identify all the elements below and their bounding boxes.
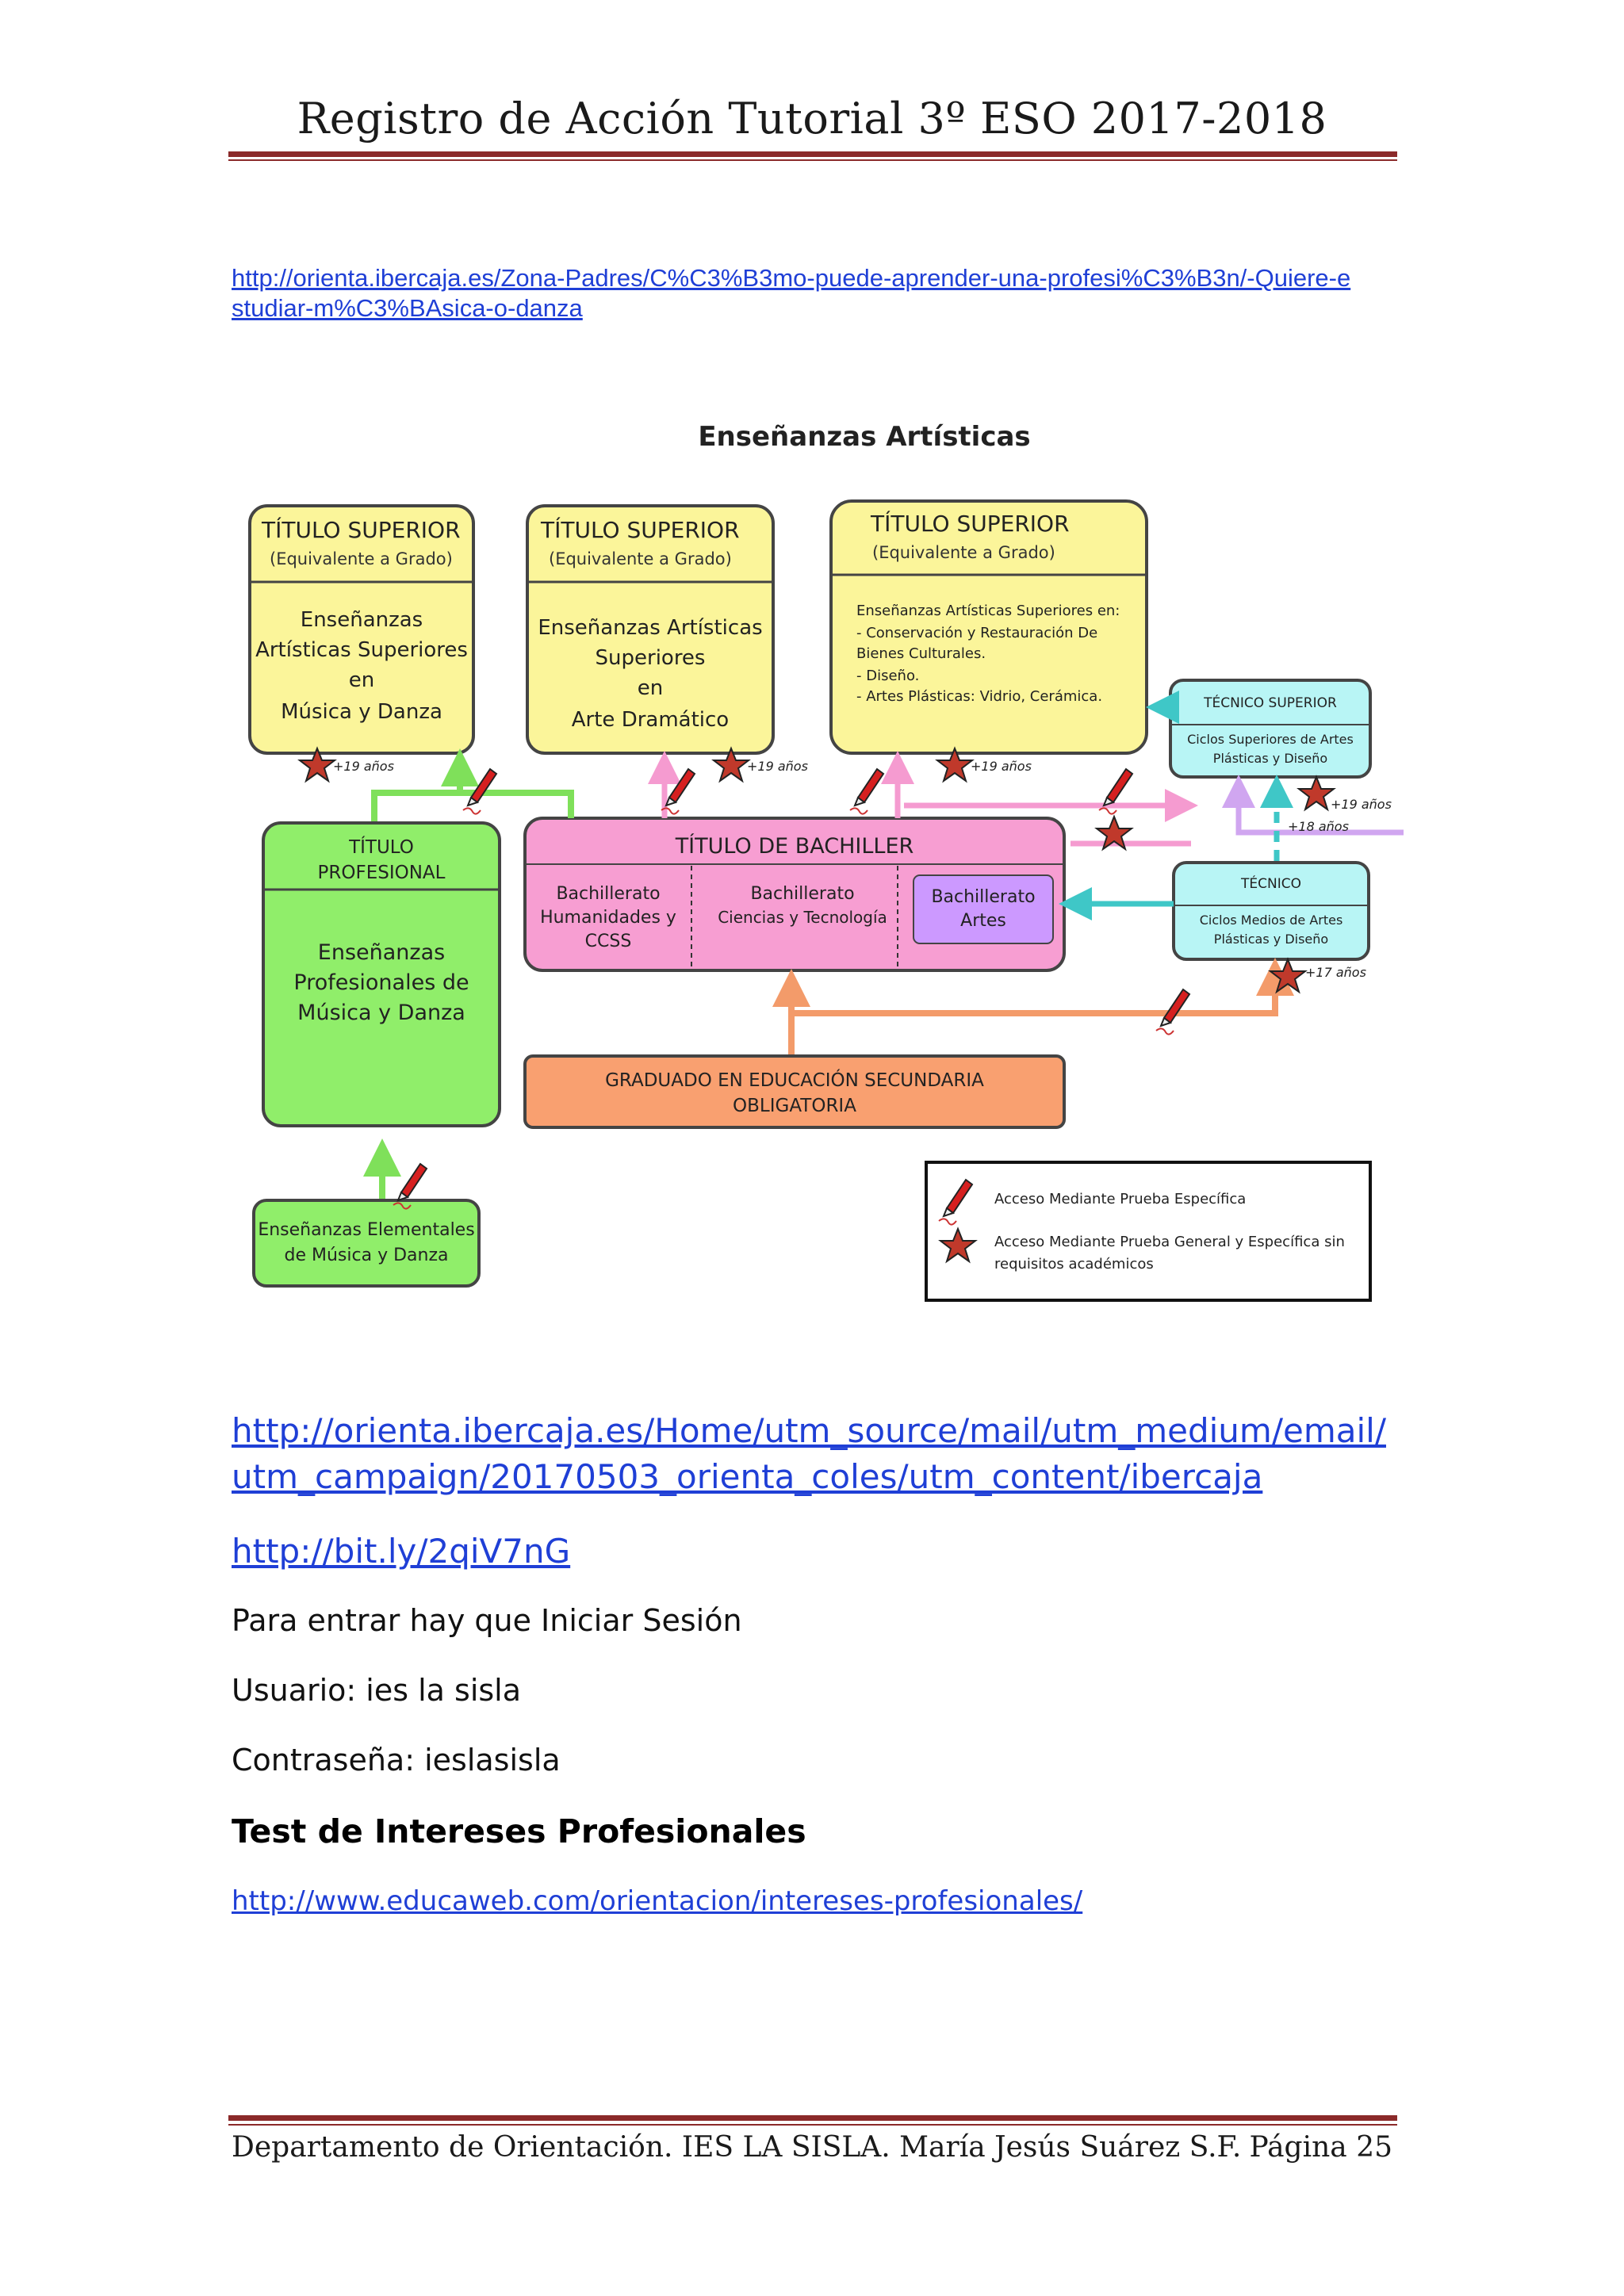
elementales-line1: Enseñanzas Elementales xyxy=(258,1220,474,1240)
bachiller-col1-line2: Humanidades y xyxy=(540,908,676,928)
bachiller-col3-line1: Bachillerato xyxy=(931,887,1035,907)
ensenanzas-artisticas-diagram: Enseñanzas Artísticas TÍTULO SUPERIOR (E… xyxy=(248,421,1404,1302)
titulo-profesional-line3: Música y Danza xyxy=(297,1001,465,1025)
footer-department: Departamento de Orientación. IES LA SISL… xyxy=(232,2131,1242,2164)
box2-title: TÍTULO SUPERIOR xyxy=(540,516,740,543)
educaweb-link[interactable]: http://www.educaweb.com/orientacion/inte… xyxy=(232,1885,1083,1917)
tecnico-superior-line1: Ciclos Superiores de Artes xyxy=(1187,732,1354,747)
legend-item2-line2: requisitos académicos xyxy=(994,1256,1154,1272)
legend-item2-line1: Acceso Mediante Prueba General y Específ… xyxy=(994,1234,1345,1250)
bachiller-col1-line3: CCSS xyxy=(585,932,632,951)
elementales-line2: de Música y Danza xyxy=(285,1246,449,1265)
box1-line4: Música y Danza xyxy=(281,700,442,724)
bachiller-col3-line2: Artes xyxy=(960,911,1006,931)
orange-arrows xyxy=(772,958,1294,1054)
ensenanzas-elementales-box: Enseñanzas Elementales de Música y Danza xyxy=(252,1199,481,1288)
green-arrows xyxy=(363,748,574,1199)
titulo-profesional-title1: TÍTULO xyxy=(348,836,414,858)
star-icon xyxy=(1298,776,1335,810)
titulo-profesional-line2: Profesionales de xyxy=(293,970,469,995)
box1-line2: Artísticas Superiores xyxy=(255,638,468,662)
bachiller-col1-line1: Bachillerato xyxy=(556,884,660,904)
tecnico-superior-line2: Plásticas y Diseño xyxy=(1213,751,1327,766)
titulo-bachiller-box: TÍTULO DE BACHILLER Bachillerato Humanid… xyxy=(523,817,1066,972)
bitly-link-block: http://bit.ly/2qiV7nG xyxy=(232,1529,1405,1575)
eso-line2: OBLIGATORIA xyxy=(733,1096,856,1116)
age-label-19-c: +19 años xyxy=(971,759,1032,774)
titulo-profesional-title2: PROFESIONAL xyxy=(318,863,446,883)
test-heading: Test de Intereses Profesionales xyxy=(232,1812,806,1850)
pink-arrows xyxy=(648,751,1198,847)
box2-line3: en xyxy=(638,676,663,700)
tecnico-box: TÉCNICO Ciclos Medios de Artes Plásticas… xyxy=(1172,861,1370,961)
box2-subtitle: (Equivalente a Grado) xyxy=(549,549,732,568)
titulo-superior-conservacion-diseno-box: TÍTULO SUPERIOR (Equivalente a Grado) En… xyxy=(829,499,1148,755)
titulo-superior-musica-danza-box: TÍTULO SUPERIOR (Equivalente a Grado) En… xyxy=(248,504,475,755)
bachiller-col2-line1: Bachillerato xyxy=(750,884,854,904)
header-rule xyxy=(228,151,1397,157)
box1-subtitle: (Equivalente a Grado) xyxy=(270,549,453,568)
titulo-profesional-line1: Enseñanzas xyxy=(318,940,445,965)
box3-title: TÍTULO SUPERIOR xyxy=(870,510,1070,537)
login-note: Para entrar hay que Iniciar Sesión xyxy=(232,1603,742,1638)
ibercaja-padres-link[interactable]: http://orienta.ibercaja.es/Zona-Padres/C… xyxy=(232,264,1351,322)
box2-line4: Arte Dramático xyxy=(572,708,729,732)
educaweb-link-block: http://www.educaweb.com/orientacion/inte… xyxy=(232,1885,1082,1917)
ibercaja-padres-link-block: http://orienta.ibercaja.es/Zona-Padres/C… xyxy=(232,263,1358,323)
box1-title: TÍTULO SUPERIOR xyxy=(261,516,461,543)
box2-line1: Enseñanzas Artísticas xyxy=(538,616,762,640)
box3-line1: Enseñanzas Artísticas Superiores en: xyxy=(856,603,1120,619)
tecnico-superior-title: TÉCNICO SUPERIOR xyxy=(1203,694,1337,711)
box3-line4: - Diseño. xyxy=(856,668,919,684)
user-credential: Usuario: ies la sisla xyxy=(232,1673,522,1708)
bachiller-col2-line2: Ciencias y Tecnología xyxy=(718,908,887,927)
bitly-link[interactable]: http://bit.ly/2qiV7nG xyxy=(232,1532,571,1571)
age-label-19-a: +19 años xyxy=(333,759,394,774)
box1-line3: en xyxy=(349,668,374,692)
tecnico-superior-box: TÉCNICO SUPERIOR Ciclos Superiores de Ar… xyxy=(1169,679,1372,779)
footer-rule xyxy=(228,2115,1397,2121)
purple-arrows xyxy=(1222,775,1404,836)
pen-icon xyxy=(849,768,884,815)
tecnico-line2: Plásticas y Diseño xyxy=(1214,932,1328,947)
diagram-title: Enseñanzas Artísticas xyxy=(698,421,1030,453)
footer-rule-thin xyxy=(228,2124,1397,2126)
eso-line1: GRADUADO EN EDUCACIÓN SECUNDARIA xyxy=(605,1069,984,1091)
age-label-17: +17 años xyxy=(1305,965,1366,980)
bachiller-title: TÍTULO DE BACHILLER xyxy=(675,833,914,859)
age-label-19-d: +19 años xyxy=(1331,797,1392,812)
password-credential: Contraseña: ieslasisla xyxy=(232,1743,561,1777)
legend-item1: Acceso Mediante Prueba Específica xyxy=(994,1191,1246,1207)
box3-subtitle: (Equivalente a Grado) xyxy=(872,543,1055,562)
page-header-title: Registro de Acción Tutorial 3º ESO 2017-… xyxy=(297,94,1327,144)
ibercaja-home-link-block: http://orienta.ibercaja.es/Home/utm_sour… xyxy=(232,1408,1405,1500)
cyan-arrows xyxy=(1059,691,1293,920)
age-label-19-b: +19 años xyxy=(747,759,808,774)
diagram-legend: Acceso Mediante Prueba Específica Acceso… xyxy=(925,1161,1372,1302)
box1-line1: Enseñanzas xyxy=(301,608,423,632)
box3-line3: Bienes Culturales. xyxy=(856,645,986,662)
graduado-eso-box: GRADUADO EN EDUCACIÓN SECUNDARIA OBLIGAT… xyxy=(523,1054,1066,1129)
box3-line2: - Conservación y Restauración De xyxy=(856,625,1097,641)
ibercaja-home-link[interactable]: http://orienta.ibercaja.es/Home/utm_sour… xyxy=(232,1411,1386,1496)
tecnico-line1: Ciclos Medios de Artes xyxy=(1200,913,1343,928)
tecnico-title: TÉCNICO xyxy=(1240,874,1301,892)
age-label-18: +18 años xyxy=(1288,819,1349,834)
titulo-profesional-box: TÍTULO PROFESIONAL Enseñanzas Profesiona… xyxy=(262,821,501,1127)
titulo-superior-arte-dramatico-box: TÍTULO SUPERIOR (Equivalente a Grado) En… xyxy=(526,504,775,755)
box3-line5: - Artes Plásticas: Vidrio, Cerámica. xyxy=(856,688,1102,705)
box2-line2: Superiores xyxy=(596,646,706,670)
footer-page-number: Página 25 xyxy=(1249,2131,1392,2164)
header-rule-thin xyxy=(228,159,1397,161)
